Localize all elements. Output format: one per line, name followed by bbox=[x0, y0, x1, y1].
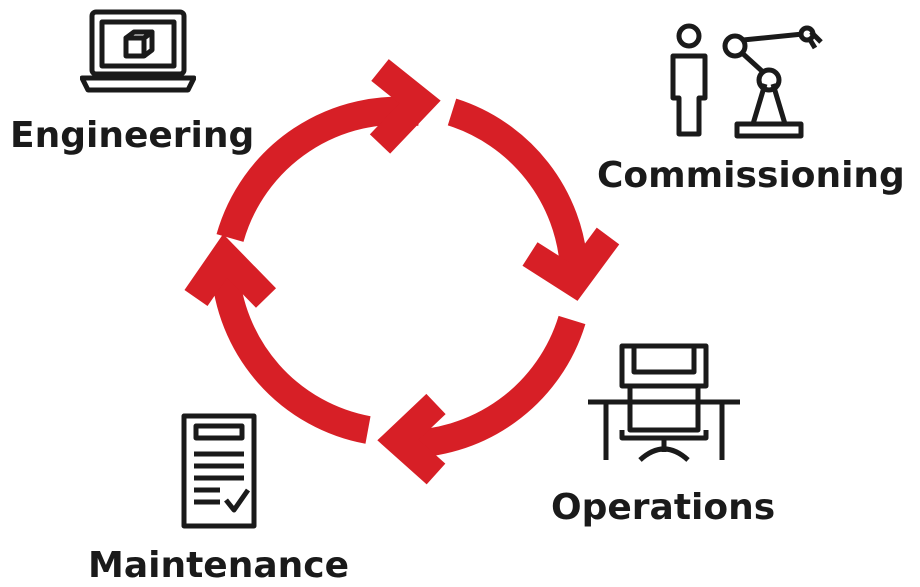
checklist-document-icon bbox=[181, 413, 257, 529]
arrow-maintenance-to-engineering bbox=[211, 266, 371, 444]
person-robot-arm-icon bbox=[670, 23, 823, 139]
arrowhead-4 bbox=[184, 234, 277, 308]
laptop-cube-icon bbox=[80, 9, 196, 93]
arrowhead-2 bbox=[522, 227, 620, 301]
arrowhead-1 bbox=[369, 59, 441, 154]
label-operations: Operations bbox=[551, 487, 776, 528]
arrow-commissioning-to-operations bbox=[447, 98, 588, 270]
arrowhead-3 bbox=[377, 393, 446, 485]
label-engineering: Engineering bbox=[10, 115, 255, 156]
arrow-engineering-to-commissioning bbox=[216, 96, 422, 242]
label-maintenance: Maintenance bbox=[88, 545, 350, 586]
label-commissioning: Commissioning bbox=[597, 155, 905, 196]
desk-chair-icon bbox=[588, 343, 740, 462]
arrow-operations-to-maintenance bbox=[399, 315, 586, 459]
